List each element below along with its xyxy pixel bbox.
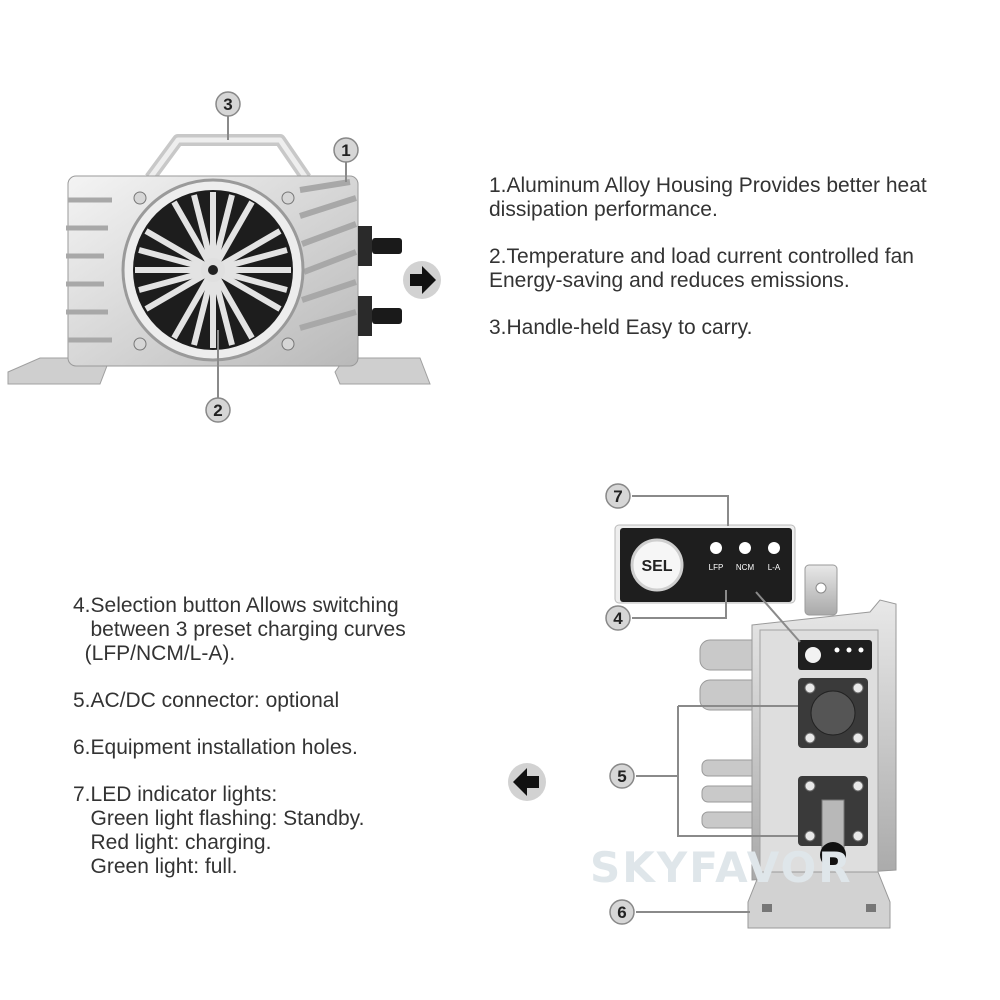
charger-front-view bbox=[7, 134, 431, 385]
arrow-left-icon bbox=[508, 763, 546, 801]
feature-7-line-3: Red light: charging. bbox=[73, 831, 272, 854]
feature-list-top: 1.Aluminum Alloy Housing Provides better… bbox=[489, 174, 927, 340]
feature-4-line-3: (LFP/NCM/L-A). bbox=[73, 642, 236, 665]
feature-4-line-2: between 3 preset charging curves bbox=[73, 618, 406, 641]
feature-3-line-1: 3.Handle-held Easy to carry. bbox=[489, 316, 753, 339]
callout-1: 1 bbox=[341, 141, 350, 160]
arrow-right-icon bbox=[403, 261, 441, 299]
feature-7-line-2: Green light flashing: Standby. bbox=[73, 807, 365, 830]
charger-side-view bbox=[699, 564, 897, 929]
watermark: SKYFAVOR bbox=[590, 843, 853, 892]
feature-list-bottom: 4.Selection button Allows switching betw… bbox=[73, 594, 406, 879]
feature-4-line-1: 4.Selection button Allows switching bbox=[73, 594, 399, 617]
led-label-ncm: NCM bbox=[736, 563, 755, 572]
feature-5: 5.AC/DC connector: optional bbox=[73, 689, 340, 712]
led-panel-closeup bbox=[614, 524, 796, 604]
led-label-la: L-A bbox=[768, 563, 781, 572]
feature-7-line-1: 7.LED indicator lights: bbox=[73, 783, 278, 806]
callout-5: 5 bbox=[617, 767, 626, 786]
feature-2-line-1: 2.Temperature and load current controlle… bbox=[489, 245, 914, 268]
callout-7: 7 bbox=[613, 487, 622, 506]
feature-7-line-4: Green light: full. bbox=[73, 855, 238, 878]
callout-6: 6 bbox=[617, 903, 626, 922]
callout-markers bbox=[205, 91, 635, 925]
callout-2: 2 bbox=[213, 401, 222, 420]
sel-button-label: SEL bbox=[641, 558, 672, 575]
callout-4: 4 bbox=[613, 609, 623, 628]
callout-3: 3 bbox=[223, 95, 232, 114]
feature-6: 6.Equipment installation holes. bbox=[73, 736, 358, 759]
feature-2-line-2: Energy-saving and reduces emissions. bbox=[489, 269, 850, 292]
feature-1-line-1: 1.Aluminum Alloy Housing Provides better… bbox=[489, 174, 927, 197]
led-label-lfp: LFP bbox=[709, 563, 724, 572]
feature-1-line-2: dissipation performance. bbox=[489, 198, 718, 221]
